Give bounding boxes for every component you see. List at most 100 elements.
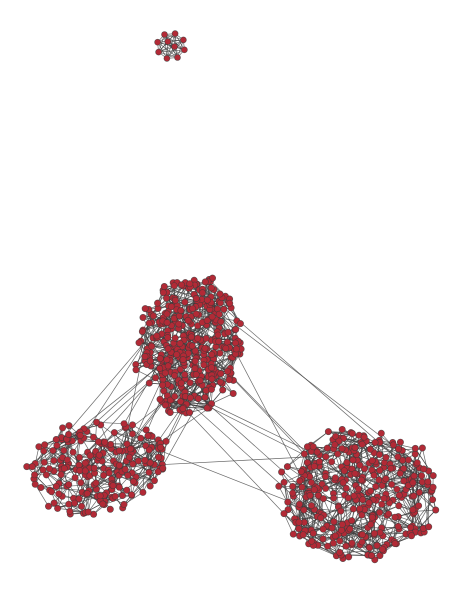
graph-edge: [26, 466, 50, 491]
graph-edge: [339, 550, 384, 553]
graph-node: [148, 342, 156, 350]
graph-edge: [114, 432, 127, 451]
graph-node: [192, 294, 200, 302]
graph-node: [420, 465, 428, 473]
graph-node: [28, 463, 36, 471]
graph-node: [50, 457, 58, 465]
graph-node: [115, 483, 123, 491]
graph-node: [310, 462, 318, 470]
graph-node: [175, 320, 183, 328]
graph-node: [356, 505, 364, 513]
graph-node: [299, 531, 307, 539]
graph-node: [409, 506, 417, 514]
graph-node: [338, 520, 346, 528]
graph-node: [57, 471, 65, 479]
graph-node: [360, 433, 368, 441]
graph-node: [351, 444, 359, 452]
graph-node: [232, 325, 240, 333]
graph-edge: [323, 498, 335, 522]
graph-node: [145, 468, 153, 476]
graph-node: [84, 508, 92, 516]
graph-node: [161, 369, 169, 377]
graph-node: [348, 429, 356, 437]
graph-node: [410, 472, 418, 480]
graph-node: [382, 453, 390, 461]
graph-node: [159, 464, 167, 472]
graph-node: [215, 310, 223, 318]
graph-node: [407, 532, 415, 540]
graph-node: [358, 538, 366, 546]
graph-node: [337, 507, 345, 515]
graph-edge: [341, 435, 360, 449]
graph-node: [418, 472, 426, 480]
graph-edge: [363, 435, 398, 458]
graph-node: [207, 284, 215, 292]
graph-node: [306, 491, 314, 499]
graph-node: [44, 502, 52, 510]
graph-node: [71, 499, 79, 507]
graph-node: [368, 513, 376, 521]
graph-node: [343, 458, 351, 466]
graph-node: [76, 431, 84, 439]
graph-node: [425, 523, 433, 531]
graph-edge: [287, 501, 328, 527]
graph-node: [217, 370, 225, 378]
graph-node: [192, 310, 200, 318]
graph-node: [358, 440, 366, 448]
graph-node: [348, 517, 356, 525]
graph-node: [164, 345, 172, 353]
graph-node: [376, 466, 384, 474]
graph-node: [49, 447, 57, 455]
graph-node: [360, 465, 368, 473]
graph-node: [81, 467, 89, 475]
graph-node: [66, 507, 74, 515]
graph-node: [135, 339, 143, 347]
graph-node: [388, 480, 396, 488]
graph-node: [289, 489, 297, 497]
graph-node: [307, 478, 315, 486]
graph-node: [39, 466, 47, 474]
graph-node: [296, 477, 304, 485]
graph-node: [60, 446, 68, 454]
graph-node: [309, 529, 317, 537]
graph-node: [40, 458, 48, 466]
graph-node: [163, 356, 171, 364]
graph-node: [418, 444, 426, 452]
graph-node: [375, 450, 383, 458]
graph-node: [328, 458, 336, 466]
graph-edge: [365, 536, 385, 548]
graph-node: [145, 319, 153, 327]
graph-node: [139, 488, 147, 496]
graph-node: [309, 443, 317, 451]
graph-node: [348, 539, 356, 547]
graph-node: [99, 500, 107, 508]
graph-node: [196, 377, 204, 385]
graph-node: [176, 397, 184, 405]
graph-edge: [94, 451, 117, 474]
graph-node: [307, 502, 315, 510]
graph-node: [297, 468, 305, 476]
graph-node: [54, 504, 62, 512]
graph-node: [125, 453, 133, 461]
graph-node: [170, 282, 178, 290]
graph-node: [171, 392, 179, 400]
graph-node: [394, 522, 402, 530]
graph-node: [178, 281, 186, 289]
graph-node: [295, 518, 303, 526]
graph-node: [391, 540, 399, 548]
graph-node: [171, 334, 179, 342]
graph-node: [65, 481, 73, 489]
graph-node: [129, 477, 137, 485]
graph-edge: [191, 334, 372, 525]
graph-node: [400, 477, 408, 485]
graph-node: [171, 372, 179, 380]
graph-node: [385, 510, 393, 518]
graph-node: [224, 328, 232, 336]
graph-node: [78, 502, 86, 510]
graph-node: [324, 428, 332, 436]
graph-edge: [302, 446, 308, 470]
graph-node: [146, 482, 154, 490]
graph-node: [395, 491, 403, 499]
graph-node: [410, 492, 418, 500]
